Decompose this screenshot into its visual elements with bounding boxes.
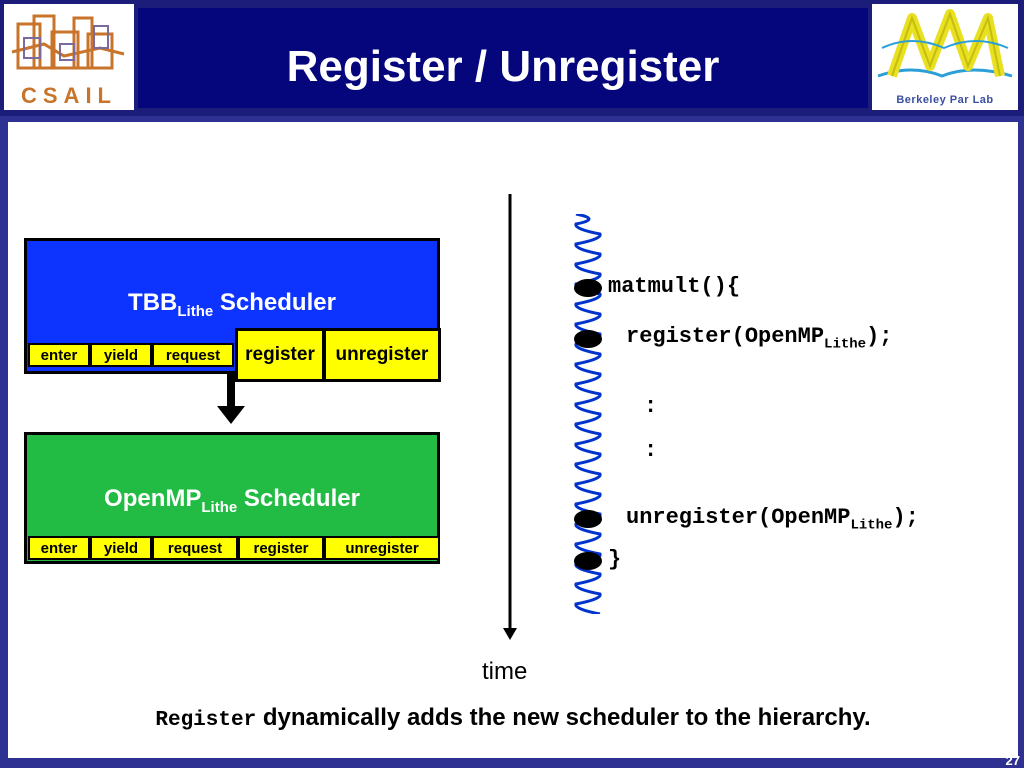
berkeley-par-lab-logo: Berkeley Par Lab (872, 4, 1018, 110)
time-label: time (482, 658, 528, 685)
tbb-request-button[interactable]: request (152, 343, 234, 367)
openmp-enter-button[interactable]: enter (28, 536, 90, 560)
openmp-unregister-button[interactable]: unregister (324, 536, 440, 560)
openmp-yield-button[interactable]: yield (90, 536, 152, 560)
openmp-scheduler-title: OpenMPLithe Scheduler (104, 485, 360, 516)
dot-1 (574, 279, 602, 297)
slide-content: TBBLithe Scheduler enter yield request r… (8, 122, 1018, 758)
tbb-button-row: enter yield request (28, 343, 234, 367)
berkeley-logo-graphic (877, 9, 1013, 78)
berkeley-par-lab-text: Berkeley Par Lab (896, 94, 994, 106)
code-line-unregister: unregister(OpenMPLithe); (626, 505, 919, 534)
code-line-register: register(OpenMPLithe); (626, 324, 893, 353)
caption: Register dynamically adds the new schedu… (8, 704, 1018, 732)
code-line-matmult: matmult(){ (608, 274, 741, 299)
slide-title: Register / Unregister (286, 42, 720, 91)
tbb-scheduler-title: TBBLithe Scheduler (128, 289, 336, 320)
code-line-close-brace: } (608, 547, 622, 572)
csail-logo-text: CSAIL (21, 83, 117, 108)
dot-3 (574, 510, 602, 528)
csail-logo-graphic: CSAIL (11, 14, 125, 108)
slide-header: CSAIL Register / Unregister Berkeley Par… (0, 0, 1024, 116)
title-bar: Register / Unregister (138, 8, 868, 108)
tbb-unregister-button[interactable]: unregister (323, 328, 441, 382)
openmp-request-button[interactable]: request (152, 536, 238, 560)
openmp-register-button[interactable]: register (238, 536, 324, 560)
time-axis-arrow (503, 194, 517, 640)
caption-text: dynamically adds the new scheduler to th… (256, 704, 871, 731)
dot-2 (574, 330, 602, 348)
page-number: 27 (1005, 753, 1020, 768)
down-arrow-icon (217, 374, 245, 424)
tbb-enter-button[interactable]: enter (28, 343, 90, 367)
caption-mono: Register (155, 709, 257, 732)
code-line-ellipsis-2: : (644, 438, 658, 463)
tbb-yield-button[interactable]: yield (90, 343, 152, 367)
code-line-ellipsis-1: : (644, 394, 658, 419)
tbb-register-button[interactable]: register (235, 328, 325, 382)
csail-logo: CSAIL (4, 4, 134, 110)
dot-4 (574, 552, 602, 570)
openmp-button-row: enter yield request register unregister (28, 536, 440, 560)
